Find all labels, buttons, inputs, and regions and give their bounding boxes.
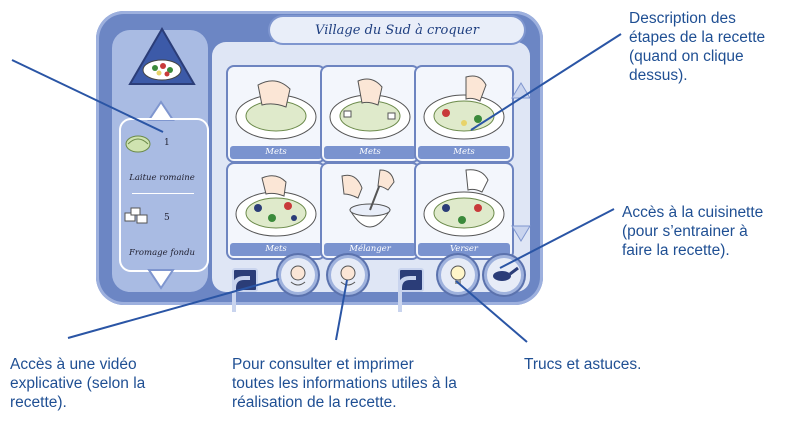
steps-scroll-down-icon[interactable] — [510, 222, 532, 244]
callout-tips: Trucs et astuces. — [524, 356, 642, 373]
bowl-icon — [341, 169, 395, 228]
callout-steps-description: Description des étapes de la recette (qu… — [629, 10, 766, 84]
recipe-step-label: Mets — [324, 146, 416, 159]
plate-icon — [423, 75, 505, 140]
recipe-step-label: Verser — [418, 243, 510, 256]
recipe-step-card[interactable]: Mets — [414, 65, 514, 163]
pan-icon — [493, 266, 519, 281]
cheese-icon — [124, 207, 148, 224]
hook-icon — [232, 276, 250, 312]
callout-video: Accès à une vidéo explicative (selon la … — [10, 356, 146, 411]
recipe-title-bar: Village du Sud à croquer — [270, 17, 524, 43]
recipe-step-label: Mets — [230, 243, 322, 256]
ingredient-qty: 5 — [164, 213, 170, 223]
plate-icon — [235, 80, 317, 140]
plate-icon — [423, 169, 505, 237]
chef-icon — [290, 265, 306, 286]
ingredients-down-arrow-icon[interactable] — [146, 268, 176, 290]
video-button[interactable] — [281, 258, 315, 292]
callout-print: Pour consulter et imprimer toutes les in… — [232, 356, 457, 411]
plate-icon — [235, 175, 317, 237]
ingredient-qty: 1 — [164, 138, 170, 148]
recipe-step-card[interactable]: Mets — [226, 162, 326, 260]
recipe-step-label: Mets — [230, 146, 322, 159]
tips-button[interactable] — [441, 258, 475, 292]
recipe-title: Village du Sud à croquer — [315, 22, 479, 38]
print-info-button[interactable] — [331, 258, 365, 292]
recipe-step-label: Mets — [418, 146, 510, 159]
lettuce-icon — [125, 135, 151, 153]
ingredients-divider — [132, 193, 194, 194]
recipe-thumbnail-icon[interactable] — [127, 26, 197, 88]
ingredient-name: Laitue romaine — [129, 173, 195, 183]
recipe-step-label: Mélanger — [324, 243, 416, 256]
kitchen-button[interactable] — [487, 258, 521, 292]
ingredients-up-arrow-icon[interactable] — [146, 100, 176, 122]
recipe-step-card[interactable]: Verser — [414, 162, 514, 260]
chef-icon — [340, 265, 356, 286]
ingredient-name: Fromage fondu — [128, 248, 196, 258]
plate-icon — [329, 78, 411, 140]
callout-kitchen: Accès à la cuisinette (pour s’entrainer … — [622, 204, 764, 259]
hook-icon — [398, 276, 416, 312]
recipe-step-card[interactable]: Mélanger — [320, 162, 420, 260]
recipe-step-card[interactable]: Mets — [320, 65, 420, 163]
